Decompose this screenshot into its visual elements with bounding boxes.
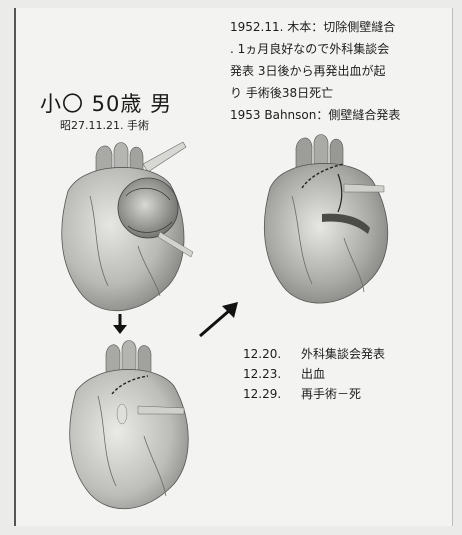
patient-name-age-sex: 小〇 50歳 男	[40, 88, 172, 118]
event-date: 12.23.	[243, 364, 301, 384]
note-line: 1952.11. 木本：切除側壁縫合	[230, 16, 442, 38]
note-line: . 1ヵ月良好なので外科集談会	[230, 38, 442, 60]
note-line: 1953 Bahnson：側壁縫合発表	[230, 104, 442, 126]
heart-after-repair-figure	[252, 128, 402, 313]
event-date: 12.20.	[243, 344, 301, 364]
note-line: 発表 3日後から再発出血が起	[230, 60, 442, 82]
event-item: 12.29.再手術－死	[243, 384, 385, 404]
event-date: 12.29.	[243, 384, 301, 404]
heart-aneurysm-figure	[48, 136, 198, 321]
down-arrow-icon	[110, 312, 130, 336]
event-text: 外科集談会発表	[301, 347, 385, 361]
event-text: 出血	[301, 367, 325, 381]
event-item: 12.23.出血	[243, 364, 385, 384]
diagonal-arrow-icon	[196, 300, 242, 340]
event-item: 12.20.外科集談会発表	[243, 344, 385, 364]
event-list: 12.20.外科集談会発表 12.23.出血 12.29.再手術－死	[243, 344, 385, 404]
heart-after-rebleed-figure	[58, 336, 198, 516]
event-text: 再手術－死	[301, 387, 361, 401]
surgery-date: 昭27.11.21. 手術	[60, 117, 149, 133]
history-note: 1952.11. 木本：切除側壁縫合 . 1ヵ月良好なので外科集談会 発表 3日…	[230, 16, 442, 126]
note-line: り 手術後38日死亡	[230, 82, 442, 104]
